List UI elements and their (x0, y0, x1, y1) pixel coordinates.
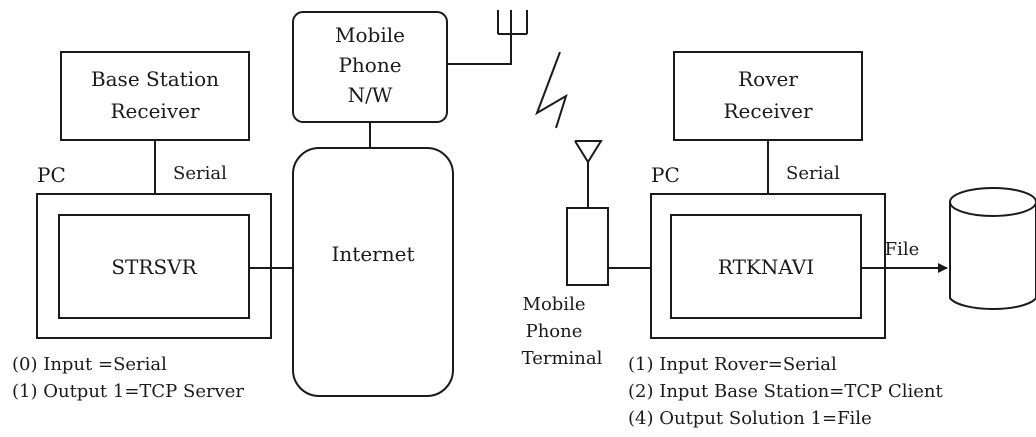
rtknavi-label: RTKNAVI (718, 255, 814, 279)
antenna-icon (497, 10, 528, 35)
rover-receiver-label-line2: Receiver (723, 99, 812, 123)
left-setting-0: (0) Input =Serial (12, 354, 167, 375)
mobile-phone-terminal-line1: Mobile (523, 294, 586, 315)
strsvr-box (58, 214, 250, 319)
rtknavi-box (670, 214, 862, 319)
mobile-phone-network-line1: Mobile (335, 23, 405, 47)
strsvr-label: STRSVR (111, 255, 197, 279)
left-setting-1: (1) Output 1=TCP Server (12, 381, 244, 402)
mobile-phone-network-line2: Phone (338, 53, 401, 77)
mobile-phone-terminal-line2: Phone (526, 321, 583, 342)
right-setting-0: (1) Input Rover=Serial (628, 354, 837, 375)
network-antenna-feed (447, 34, 512, 65)
base-station-receiver-label-line1: Base Station (91, 67, 219, 91)
file-storage-icon (949, 187, 1036, 311)
right-setting-1: (2) Input Base Station=TCP Client (628, 381, 944, 402)
mobile-phone-terminal-box (566, 207, 609, 286)
base-station-receiver-box (60, 51, 250, 141)
right-serial-label: Serial (786, 163, 840, 184)
rover-receiver-label-line1: Rover (738, 67, 798, 91)
base-station-receiver-label-line2: Receiver (110, 99, 199, 123)
lightning-link-icon (535, 51, 568, 129)
right-pc-label: PC (651, 163, 680, 187)
left-pc-label: PC (37, 163, 66, 187)
internet-label: Internet (332, 242, 415, 266)
file-label: File (885, 239, 920, 260)
mobile-phone-terminal-line3: Terminal (522, 348, 603, 369)
internet-box (292, 147, 454, 397)
mobile-phone-network-line3: N/W (348, 83, 393, 107)
left-serial-label: Serial (173, 163, 227, 184)
right-setting-2: (4) Output Solution 1=File (628, 408, 872, 429)
terminal-antenna-icon (574, 140, 603, 208)
rover-receiver-box (673, 51, 863, 141)
